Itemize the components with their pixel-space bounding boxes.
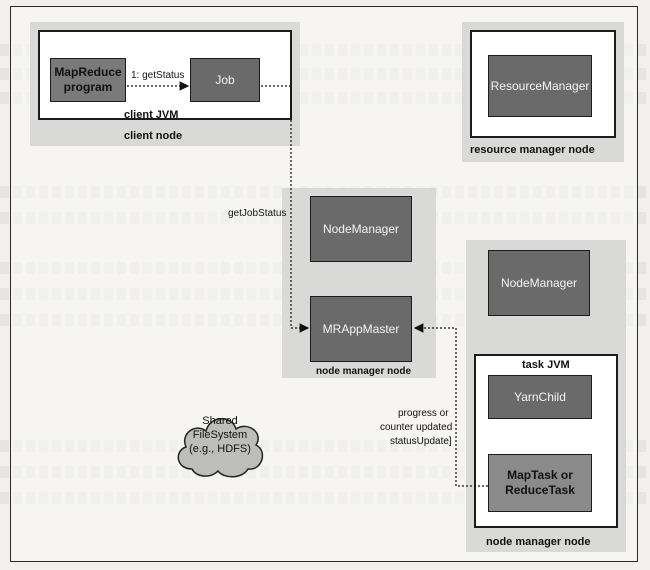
- mapreduce-program-label: MapReduce program: [54, 65, 122, 94]
- task-label: MapTask or ReduceTask: [505, 468, 575, 497]
- task-jvm-label: task JVM: [522, 359, 570, 371]
- get-status-edge-label: 1: getStatus: [131, 70, 185, 81]
- mr-app-master-box: MRAppMaster: [310, 296, 412, 362]
- progress-edge-label-1: progress or: [398, 408, 449, 419]
- shared-filesystem-label: Shared FileSystem (e.g., HDFS): [170, 414, 270, 456]
- resource-manager-node-label: resource manager node: [470, 144, 595, 156]
- get-job-status-arrow: [261, 85, 310, 333]
- job-label: Job: [215, 72, 235, 87]
- job-box: Job: [190, 58, 260, 102]
- shared-fs-line3: (e.g., HDFS): [189, 443, 251, 455]
- task-node-label: node manager node: [486, 536, 591, 548]
- task-box: MapTask or ReduceTask: [488, 454, 592, 512]
- yarn-child-label: YarnChild: [514, 389, 566, 404]
- mapreduce-program-box: MapReduce program: [50, 58, 126, 102]
- client-jvm-label: client JVM: [124, 109, 179, 121]
- app-master-node-label: node manager node: [316, 366, 412, 377]
- get-job-status-edge-label: getJobStatus: [228, 208, 287, 219]
- progress-update-arrow: [413, 323, 488, 487]
- yarn-child-box: YarnChild: [488, 375, 592, 419]
- cloud-icon: [177, 418, 264, 478]
- resource-manager-label: ResourceManager: [490, 78, 590, 93]
- progress-edge-label-2: counter updated: [380, 422, 453, 433]
- resource-manager-box: ResourceManager: [488, 55, 592, 117]
- task-node-manager-box: NodeManager: [488, 250, 590, 316]
- node-manager-label: NodeManager: [322, 221, 400, 236]
- mr-app-master-label: MRAppMaster: [322, 321, 400, 336]
- node-manager-box: NodeManager: [310, 196, 412, 262]
- shared-fs-line1: Shared: [202, 415, 238, 427]
- task-node-manager-label: NodeManager: [500, 275, 578, 290]
- progress-edge-label-3: statusUpdate]: [390, 436, 452, 447]
- shared-fs-line2: FileSystem: [192, 429, 248, 441]
- client-node-label: client node: [124, 130, 183, 142]
